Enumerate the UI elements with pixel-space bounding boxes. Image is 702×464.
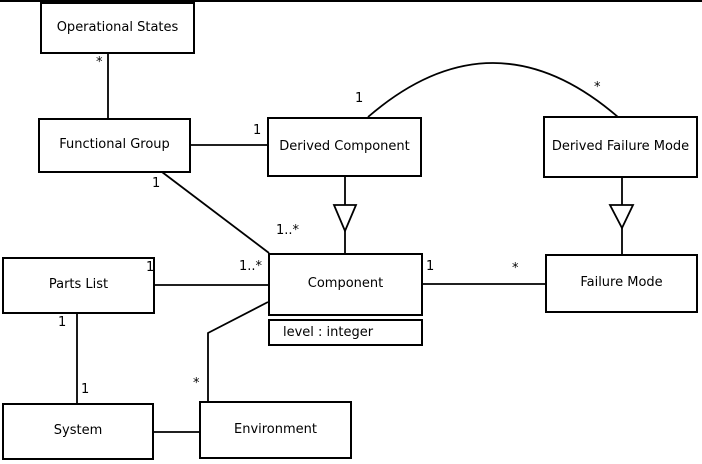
node-label: Functional Group (59, 137, 170, 153)
node-label: Component (307, 276, 384, 292)
node-operational-states[interactable]: Operational States (40, 2, 195, 54)
edge-derived-component-derived-failure-mode[interactable] (367, 62, 619, 118)
node-system[interactable]: System (2, 403, 154, 460)
node-functional-group[interactable]: Functional Group (38, 118, 191, 173)
node-label: Derived Failure Mode (551, 138, 690, 154)
edge-derived-failure-mode-generalization[interactable] (608, 178, 635, 254)
edge-derived-component-generalization[interactable] (332, 176, 358, 253)
multiplicity-label: * (96, 55, 103, 70)
edge-functional-group-component[interactable] (161, 171, 270, 254)
multiplicity-label: 1 (58, 315, 67, 330)
node-component[interactable]: Component (268, 253, 423, 316)
multiplicity-label: 1 (355, 91, 364, 106)
node-label: Derived Component (279, 138, 410, 154)
multiplicity-label: 1 (426, 259, 435, 274)
multiplicity-label: 1 (81, 382, 90, 397)
multiplicity-label: 1 (253, 123, 262, 138)
top-border-line (0, 0, 702, 2)
node-label: Operational States (56, 19, 179, 35)
node-derived-failure-mode[interactable]: Derived Failure Mode (543, 116, 698, 178)
multiplicity-label: 1..* (239, 259, 263, 274)
multiplicity-label: 1 (146, 260, 155, 275)
multiplicity-label: 1..* (276, 223, 300, 238)
node-label: Environment (233, 421, 317, 437)
hollow-triangle-arrow-icon (332, 204, 358, 234)
node-label: Parts List (48, 277, 109, 293)
node-failure-mode[interactable]: Failure Mode (545, 254, 698, 313)
node-label: Failure Mode (580, 275, 663, 291)
hollow-triangle-arrow-icon (608, 204, 635, 231)
attribute-label: level : integer (283, 325, 374, 340)
node-environment[interactable]: Environment (199, 401, 352, 459)
multiplicity-label: * (594, 80, 601, 95)
multiplicity-label: * (193, 376, 200, 391)
multiplicity-label: 1 (152, 176, 161, 191)
node-derived-component[interactable]: Derived Component (267, 117, 422, 177)
node-parts-list[interactable]: Parts List (2, 257, 155, 314)
edge-component-environment[interactable] (207, 301, 269, 401)
multiplicity-label: * (512, 261, 519, 276)
node-label: System (53, 423, 103, 439)
node-component-attribute-compartment[interactable]: level : integer (268, 319, 423, 346)
